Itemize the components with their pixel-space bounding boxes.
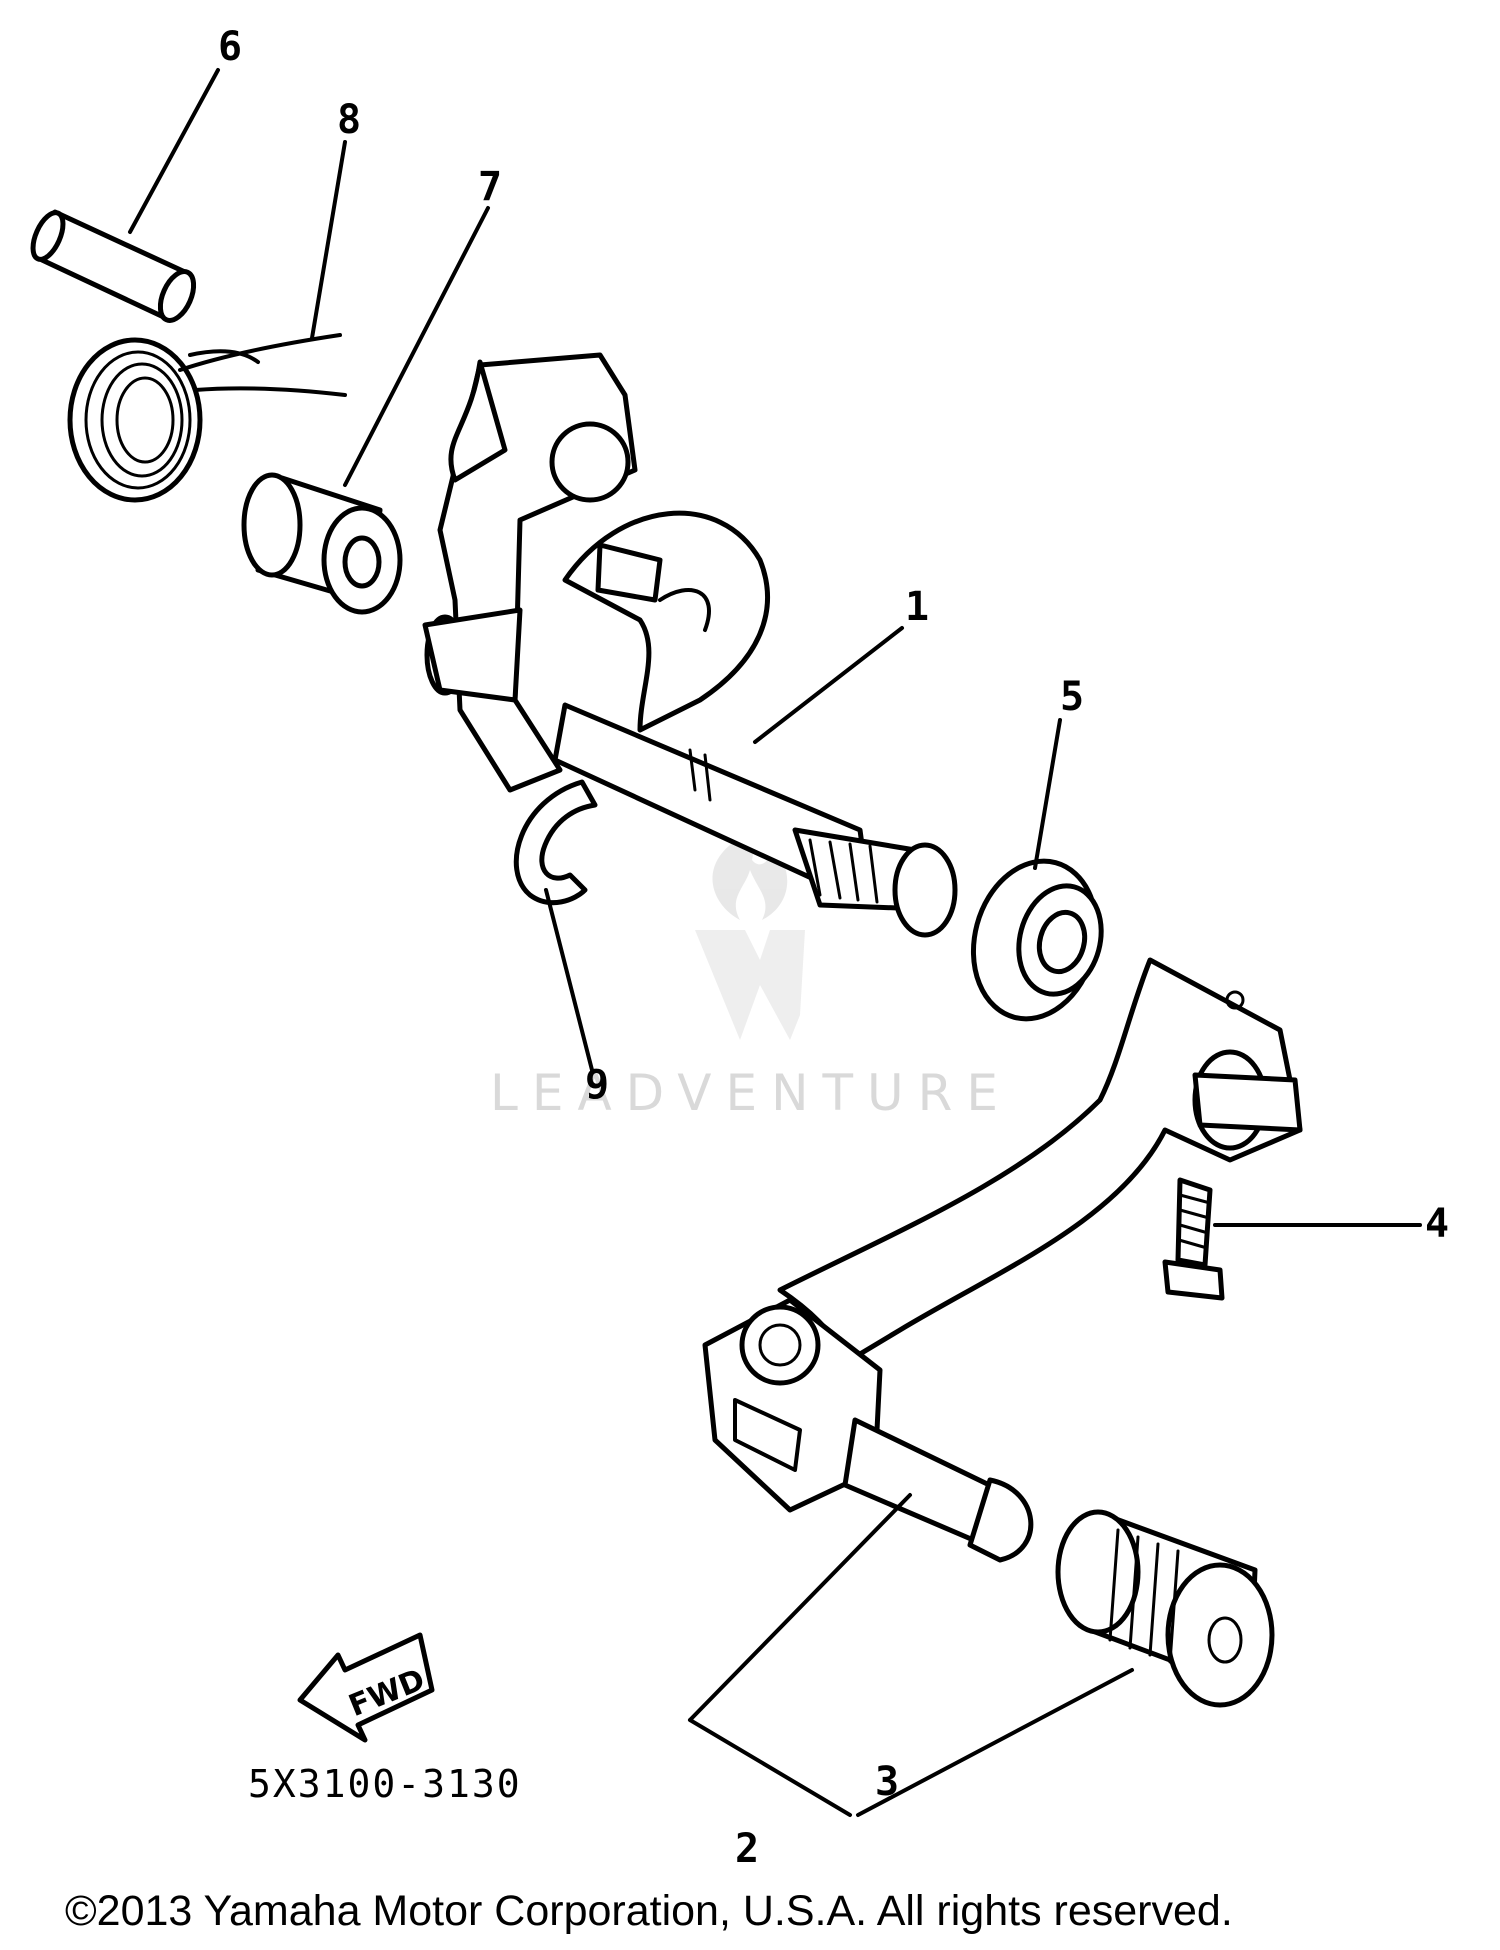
callout-7: 7 — [478, 164, 502, 210]
leader-lines — [128, 68, 1422, 1817]
part-9-circlip — [513, 779, 598, 906]
part-6-pin — [30, 209, 197, 323]
part-2-shift-pedal — [702, 957, 1303, 1563]
part-8-spring — [67, 333, 347, 503]
part-1-shift-shaft — [422, 352, 958, 938]
part-3-pedal-rubber — [1055, 1509, 1275, 1708]
callout-2: 2 — [735, 1826, 759, 1872]
part-7-collar — [241, 472, 403, 615]
callout-8: 8 — [337, 97, 361, 143]
fwd-arrow-icon: FWD — [297, 1632, 435, 1743]
copyright-notice: ©2013 Yamaha Motor Corporation, U.S.A. A… — [65, 1887, 1233, 1935]
callout-9: 9 — [585, 1062, 609, 1108]
callout-4: 4 — [1425, 1201, 1449, 1247]
part-5-oil-seal — [970, 858, 1104, 1022]
callout-6: 6 — [218, 24, 242, 70]
diagram-code: 5X3100-3130 — [248, 1762, 522, 1806]
callout-1: 1 — [905, 584, 929, 630]
watermark-text: LEADVENTURE — [490, 1064, 1012, 1122]
callout-3: 3 — [875, 1759, 899, 1805]
part-4-bolt — [1162, 1177, 1225, 1301]
callout-5: 5 — [1060, 674, 1084, 720]
